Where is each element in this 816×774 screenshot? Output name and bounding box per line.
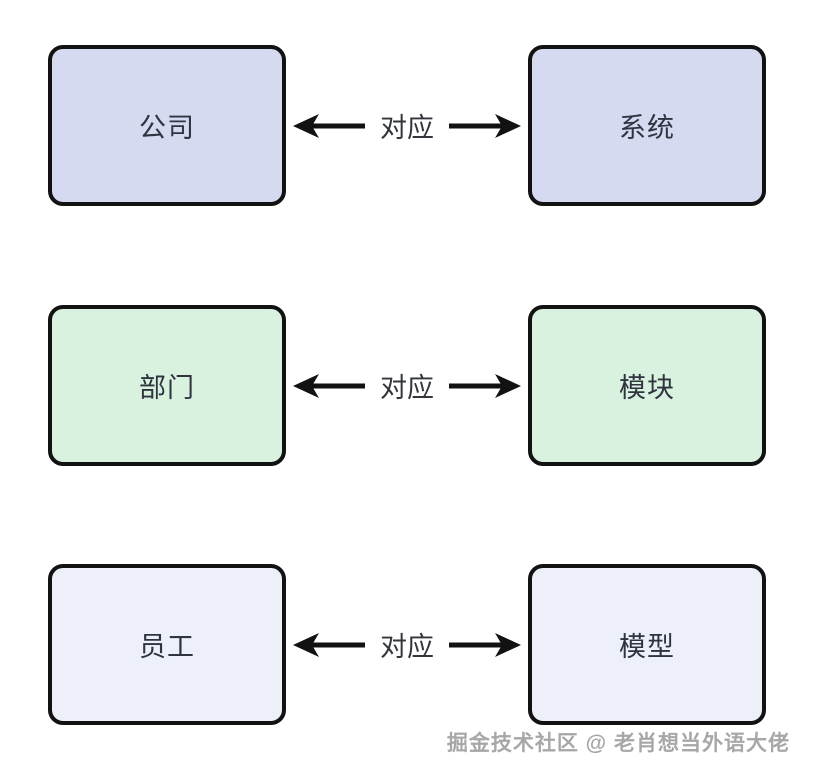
arrow-left-icon (293, 373, 365, 398)
arrow-left-icon (293, 632, 365, 657)
entity-label-department: 部门 (139, 373, 195, 403)
entity-label-module: 模块 (619, 373, 675, 403)
mapping-row-employee-model: 员工 对应 模型 (0, 564, 816, 725)
relation-label: 对应 (380, 113, 434, 143)
relation-label: 对应 (380, 632, 434, 662)
entity-box-employee: 员工 (48, 564, 286, 725)
arrow-right-icon (449, 632, 521, 657)
watermark: 掘金技术社区 @ 老肖想当外语大佬 (446, 732, 790, 755)
entity-label-model: 模型 (619, 632, 675, 662)
entity-box-module: 模块 (528, 305, 766, 466)
arrow-right-icon (449, 113, 521, 138)
entity-box-system: 系统 (528, 45, 766, 206)
mapping-row-department-module: 部门 对应 模块 (0, 305, 816, 466)
connector-company-system: 对应 (286, 45, 528, 206)
connector-employee-model: 对应 (286, 564, 528, 725)
entity-box-company: 公司 (48, 45, 286, 206)
entity-label-company: 公司 (139, 113, 195, 143)
entity-box-department: 部门 (48, 305, 286, 466)
mapping-row-company-system: 公司 对应 系统 (0, 45, 816, 206)
entity-box-model: 模型 (528, 564, 766, 725)
entity-label-system: 系统 (619, 113, 675, 143)
entity-label-employee: 员工 (139, 632, 195, 662)
relation-label: 对应 (380, 373, 434, 403)
connector-department-module: 对应 (286, 305, 528, 466)
arrow-right-icon (449, 373, 521, 398)
arrow-left-icon (293, 113, 365, 138)
